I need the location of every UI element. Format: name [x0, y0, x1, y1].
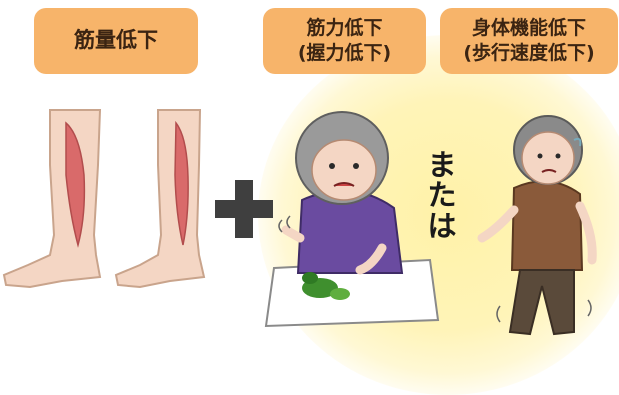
left-leg: [2, 109, 102, 289]
muscle-strength-text: 筋力低下: [306, 17, 383, 40]
walking-speed-text: (歩行速度低下): [463, 42, 595, 64]
or-char-ma: ま: [427, 148, 457, 182]
or-connector-text: ま た は: [427, 148, 457, 243]
grip-strength-text: (握力低下): [297, 42, 392, 64]
right-calf-muscle: [174, 120, 189, 246]
elderly-man-walking-icon: [477, 115, 597, 336]
right-leg: [114, 109, 206, 289]
elderly-woman-dropping-icon: [264, 111, 440, 328]
physical-function-text: 身体機能低下: [471, 17, 586, 40]
or-char-ha: は: [427, 208, 457, 243]
left-calf-muscle: [65, 121, 86, 248]
muscle-strength-label: 筋力低下 (握力低下): [263, 8, 426, 74]
legs-muscle-icon: [2, 109, 206, 289]
dropped-vegetables: [302, 272, 350, 300]
or-char-ta: た: [427, 178, 457, 213]
plus-icon: [215, 180, 273, 238]
muscle-mass-text: 筋量低下: [74, 28, 158, 53]
muscle-mass-label: 筋量低下: [34, 8, 198, 74]
physical-function-label: 身体機能低下 (歩行速度低下): [440, 8, 618, 74]
